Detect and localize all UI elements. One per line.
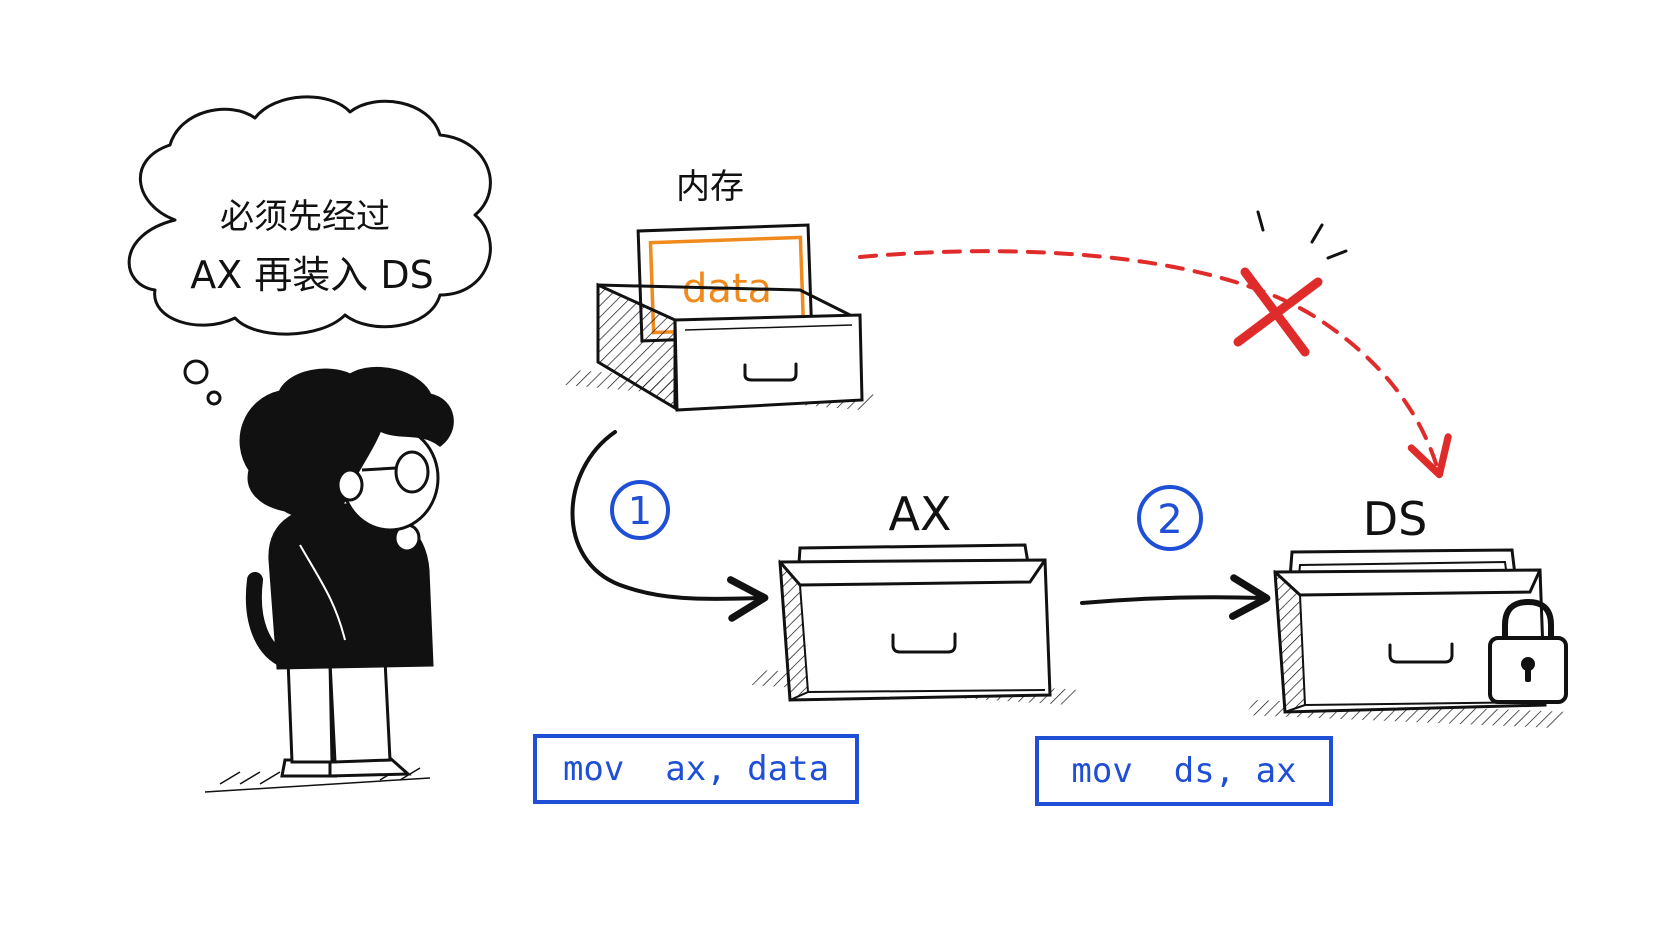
memory-drawer: 内存 data xyxy=(565,167,880,412)
arrow-ax-to-ds xyxy=(1080,574,1271,620)
instruction-1-text: mov ax, data xyxy=(563,749,829,789)
pants-right xyxy=(328,658,392,764)
glasses xyxy=(394,450,430,494)
ax-drawer: AX xyxy=(750,487,1080,705)
hoodie-arm xyxy=(245,572,293,668)
memory-drawer-front xyxy=(673,313,864,412)
memory-drawer-handle xyxy=(743,362,798,382)
thought-dot-small xyxy=(206,390,222,406)
step-2-badge: 2 xyxy=(1137,485,1203,551)
thought-dot-large xyxy=(183,359,209,385)
thinking-person-icon xyxy=(204,366,454,793)
instruction-box-2: mov ds, ax xyxy=(1035,736,1333,806)
ear xyxy=(336,468,364,502)
instruction-2-text: mov ds, ax xyxy=(1071,751,1296,791)
ds-drawer: DS xyxy=(1245,492,1570,728)
thought-cloud-shape xyxy=(127,95,492,336)
hair xyxy=(239,366,454,519)
hoodie-string xyxy=(299,544,346,641)
padlock-icon xyxy=(1488,598,1568,704)
person-shadow xyxy=(204,767,431,793)
thought-line-2: AX 再装入 DS xyxy=(190,253,434,297)
thought-line-1: 必须先经过 xyxy=(220,197,390,237)
step-1-badge: 1 xyxy=(610,480,670,540)
instruction-box-1-frame xyxy=(533,734,859,804)
step-1-number: 1 xyxy=(628,489,652,533)
pants-left xyxy=(286,658,334,764)
memory-drawer-side xyxy=(596,282,677,411)
ax-label: AX xyxy=(889,487,952,541)
ds-drawer-handle xyxy=(1388,642,1454,664)
memory-drawer-rim xyxy=(597,283,861,322)
cross-mark-icon xyxy=(1233,210,1348,357)
thought-bubble: 必须先经过 AX 再装入 DS xyxy=(127,95,492,406)
ds-label: DS xyxy=(1363,492,1428,546)
instruction-box-2-frame xyxy=(1035,736,1333,806)
arrow-memory-to-ax xyxy=(570,430,769,622)
ax-drawer-handle xyxy=(891,632,957,654)
memory-label: 内存 xyxy=(676,167,744,207)
glasses-arm xyxy=(361,466,397,472)
step-2-number: 2 xyxy=(1157,497,1182,543)
instruction-box-1: mov ax, data xyxy=(533,734,859,804)
arrow-memory-to-ds-forbidden xyxy=(858,249,1452,479)
